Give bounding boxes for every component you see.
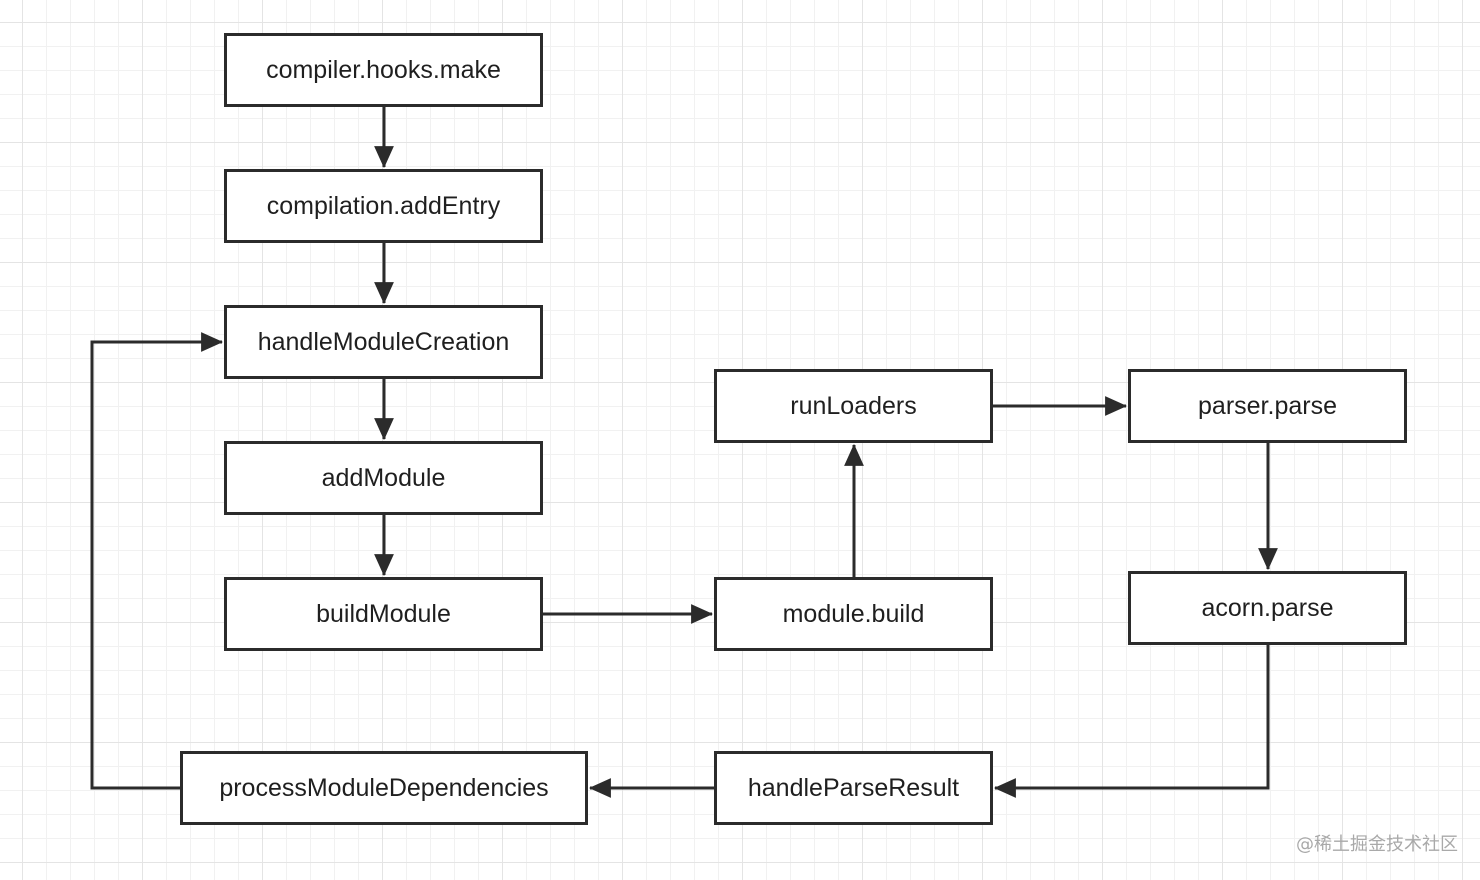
node-compilation-add-entry: compilation.addEntry xyxy=(224,169,543,243)
node-label: parser.parse xyxy=(1198,391,1337,420)
edge-processmoduledependencies-to-handlemodulecreation xyxy=(90,332,224,790)
node-handle-module-creation: handleModuleCreation xyxy=(224,305,543,379)
node-run-loaders: runLoaders xyxy=(714,369,993,443)
node-module-build: module.build xyxy=(714,577,993,651)
node-handle-parse-result: handleParseResult xyxy=(714,751,993,825)
watermark-text: @稀土掘金技术社区 xyxy=(1296,834,1458,855)
node-compiler-hooks-make: compiler.hooks.make xyxy=(224,33,543,107)
node-label: addModule xyxy=(321,463,446,492)
node-label: processModuleDependencies xyxy=(219,773,549,802)
node-label: handleModuleCreation xyxy=(257,327,510,356)
node-acorn-parse: acorn.parse xyxy=(1128,571,1407,645)
node-label: compilation.addEntry xyxy=(266,191,501,220)
node-build-module: buildModule xyxy=(224,577,543,651)
node-add-module: addModule xyxy=(224,441,543,515)
node-label: runLoaders xyxy=(790,391,917,420)
node-label: module.build xyxy=(782,599,925,628)
node-label: handleParseResult xyxy=(747,773,960,802)
node-label: buildModule xyxy=(316,599,451,628)
node-label: acorn.parse xyxy=(1201,593,1334,622)
node-label: compiler.hooks.make xyxy=(266,55,501,84)
node-process-module-dependencies: processModuleDependencies xyxy=(180,751,588,825)
edge-acornparse-to-handleparseresult xyxy=(993,645,1270,798)
node-parser-parse: parser.parse xyxy=(1128,369,1407,443)
